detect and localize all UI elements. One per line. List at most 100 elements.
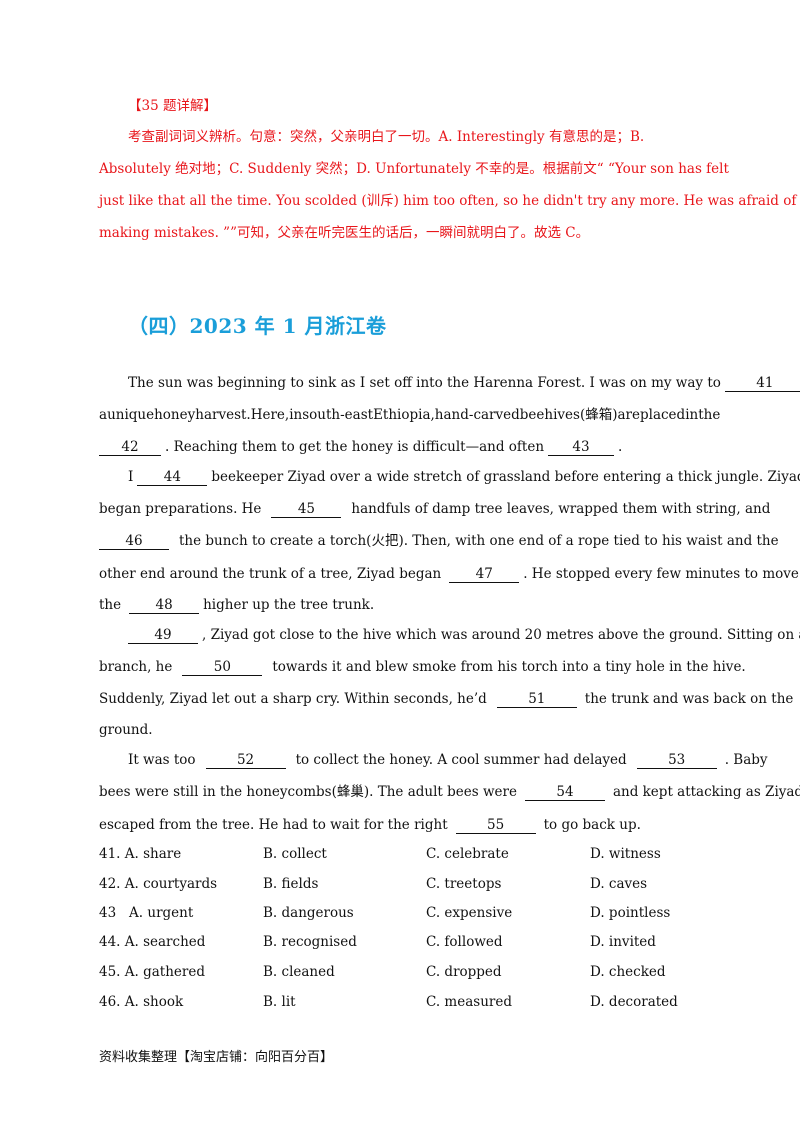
blank-55[interactable]: 55 [455,817,536,834]
passage-text: the bunch to create a torch(火把). Then, w… [179,533,779,549]
option-d[interactable]: D. checked [590,964,666,980]
option-d[interactable]: D. invited [590,934,656,950]
word: in [685,407,699,423]
blank-52[interactable]: 52 [205,752,286,769]
option-b[interactable]: B. cleaned [263,964,335,980]
word: harvest. [195,407,251,423]
word: Here, [250,407,290,423]
passage-text: to collect the honey. A cool summer had … [295,752,627,768]
option-c[interactable]: C. celebrate [426,846,509,862]
explanation-line-3: just like that all the time. You scolded… [99,193,797,209]
passage-line: bees were still in the honeycombs(蜂巢). T… [99,782,800,802]
blank-53[interactable]: 53 [636,752,717,769]
word: hand-carved [434,407,520,423]
word: south-east [302,407,374,423]
option-d[interactable]: D. decorated [590,994,678,1010]
word: 箱 [598,407,613,423]
passage-line: 42. Reaching them to get the honey is di… [99,437,701,457]
passage-line: escaped from the tree. He had to wait fo… [99,815,701,835]
passage-text: . Baby [724,752,768,768]
word: beehives( [519,407,586,423]
option-a[interactable]: 43 A. urgent [99,905,194,921]
option-c[interactable]: C. dropped [426,964,502,980]
option-d[interactable]: D. witness [590,846,661,862]
passage-text: towards it and blew smoke from his torch… [272,659,746,675]
blank-47[interactable]: 47 [449,566,520,583]
word: placed [639,407,686,423]
passage-text: the trunk and was back on the [584,691,794,707]
word: Ethiopia, [373,407,435,423]
passage-line: began preparations. He 45 handfuls of damp… [99,499,770,519]
blank-42[interactable]: 42 [99,439,161,456]
passage-text: began preparations. He [99,501,262,517]
explanation-line-4: making mistakes. ””可知，父亲在听完医生的话后，一瞬间就明白了… [99,225,590,241]
blank-45[interactable]: 45 [271,501,342,518]
option-b[interactable]: B. lit [263,994,296,1010]
passage-text: and kept attacking as Ziyad [612,784,800,800]
word: 蜂 [585,407,599,423]
word: unique [107,407,155,423]
passage-text: Suddenly, Ziyad let out a sharp cry. Wit… [99,691,487,707]
option-b[interactable]: B. fields [263,876,319,892]
footer-note: 资料收集整理【淘宝店铺：向阳百分百】 [99,1050,334,1065]
blank-46[interactable]: 46 [99,533,169,550]
passage-line: It was too 52 to collect the honey. A cool… [99,750,768,770]
blank-41[interactable]: 41 [724,375,800,392]
passage-text: , Ziyad got close to the hive which was … [202,627,800,643]
blank-51[interactable]: 51 [496,691,577,708]
option-d[interactable]: D. pointless [590,905,671,921]
word: a [99,407,108,423]
passage-line: branch, he 50 towards it and blew smoke fr… [99,657,746,677]
passage-text: ground. [99,722,153,738]
word: )are [612,407,640,423]
option-c[interactable]: C. followed [426,934,503,950]
passage-line: The sun was beginning to sink as I set o… [99,373,800,393]
explanation-line-2: Absolutely 绝对地；C. Suddenly 突然；D. Unfortu… [99,161,729,177]
passage-text: to go back up. [543,817,641,833]
option-a[interactable]: 42. A. courtyards [99,876,218,892]
option-b[interactable]: B. recognised [263,934,357,950]
option-c[interactable]: C. measured [426,994,512,1010]
section-title: （四）2023 年 1 月浙江卷 [128,314,387,338]
blank-43[interactable]: 43 [548,439,615,456]
option-a[interactable]: 46. A. shook [99,994,184,1010]
word: the [698,407,721,423]
explanation-header: 【35 题详解】 [128,98,217,114]
word: honey [154,407,196,423]
passage-text: the [99,597,122,613]
blank-54[interactable]: 54 [524,784,605,801]
option-a[interactable]: 44. A. searched [99,934,206,950]
passage-line: 49, Ziyad got close to the hive which wa… [99,625,800,645]
passage-text: higher up the tree trunk. [203,597,375,613]
passage-text: The sun was beginning to sink as I set o… [128,375,721,391]
passage-text: . He stopped every few minutes to move [523,566,799,582]
blank-49[interactable]: 49 [128,627,198,644]
passage-text: bees were still in the honeycombs(蜂巢). T… [99,784,517,800]
passage-text: . [618,439,623,455]
explanation-line-1: 考查副词词义辨析。句意：突然，父亲明白了一切。A. Interestingly … [128,129,645,145]
passage-text: It was too [128,752,196,768]
passage-line: 46 the bunch to create a torch(火把). Then,… [99,531,779,551]
passage-line: Suddenly, Ziyad let out a sharp cry. Wit… [99,689,793,709]
option-c[interactable]: C. expensive [426,905,513,921]
passage-text: handfuls of damp tree leaves, wrapped th… [351,501,771,517]
blank-44[interactable]: 44 [137,469,208,486]
passage-text: branch, he [99,659,173,675]
blank-50[interactable]: 50 [182,659,263,676]
option-c[interactable]: C. treetops [426,876,502,892]
option-a[interactable]: 41. A. share [99,846,182,862]
option-b[interactable]: B. dangerous [263,905,354,921]
blank-48[interactable]: 48 [129,597,200,614]
passage-line: ground. [99,720,701,740]
word: in [289,407,303,423]
passage-text: I [128,469,134,485]
passage-line: other end around the trunk of a tree, Zi… [99,564,799,584]
option-d[interactable]: D. caves [590,876,648,892]
option-b[interactable]: B. collect [263,846,327,862]
option-a[interactable]: 45. A. gathered [99,964,205,980]
passage-text: other end around the trunk of a tree, Zi… [99,566,442,582]
passage-text: beekeeper Ziyad over a wide stretch of g… [211,469,800,485]
